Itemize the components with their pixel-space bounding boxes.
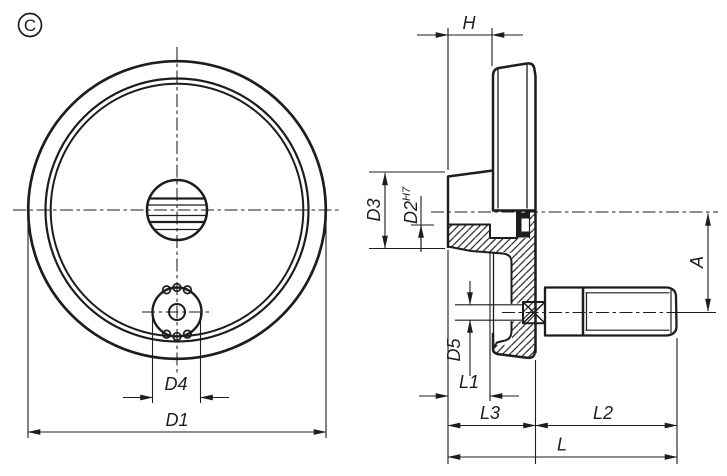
dim-label-l: L [557, 435, 567, 455]
dimension-d3: D3 [364, 172, 388, 249]
wheel-web-outline [447, 245, 513, 350]
dimension-d4: D4 [123, 374, 229, 401]
dim-label-d4: D4 [164, 374, 187, 394]
dimension-a: A [687, 212, 711, 312]
dim-label-h: H [463, 13, 477, 33]
rim-section-bottom [491, 210, 537, 360]
dimension-l1: L1 [419, 372, 519, 399]
front-view [13, 47, 341, 376]
dimension-d2: D2H7 [401, 186, 424, 252]
dimension-h: H [417, 13, 523, 38]
hub-section [446, 169, 531, 249]
grip-collar [543, 286, 585, 337]
dim-label-l3: L3 [480, 403, 500, 423]
dim-label-l2: L2 [593, 403, 613, 423]
side-view [431, 62, 718, 360]
extension-lines [27, 28, 678, 464]
dim-label-d5: D5 [444, 338, 464, 362]
grip-side [455, 286, 678, 337]
dimensions: D4 D1 H D3 D2H7 D5 [27, 13, 711, 464]
dimension-l: L [447, 435, 678, 460]
dimension-l3: L3 [447, 403, 537, 429]
dimension-l2: L2 [534, 403, 678, 429]
dimension-d5: D5 [444, 281, 473, 376]
dimension-d1: D1 [27, 410, 327, 435]
view-label-circle [17, 12, 43, 38]
dim-label-d3: D3 [364, 198, 384, 221]
view-label-marker: C [17, 12, 43, 38]
dim-label-d2: D2H7 [401, 186, 421, 224]
dim-label-a: A [687, 256, 707, 269]
dim-label-d2-main: D2 [401, 201, 421, 224]
view-label-text: C [24, 16, 36, 35]
grip-body [581, 286, 678, 337]
rim-section-top [491, 62, 537, 212]
dim-label-l1: L1 [459, 372, 479, 392]
bushing-section [517, 212, 529, 238]
knurl-notches [161, 282, 193, 342]
dim-label-d2-tolerance: H7 [401, 186, 413, 201]
dim-label-d1: D1 [165, 410, 188, 430]
